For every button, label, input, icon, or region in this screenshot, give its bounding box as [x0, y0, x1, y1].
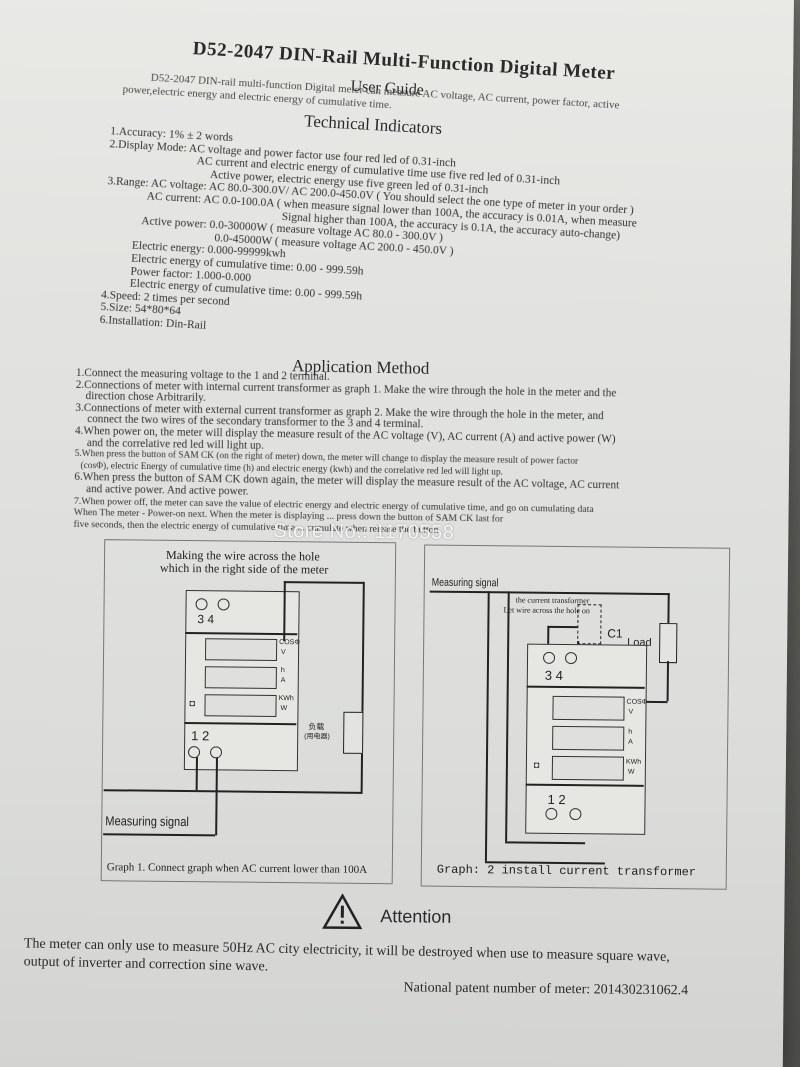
graph2-ct-label: C1 — [607, 626, 623, 641]
unit-label: A — [280, 677, 286, 685]
terminal-1-icon — [545, 807, 558, 820]
graph2-display-2 — [552, 725, 625, 751]
attention-heading: Attention — [380, 906, 452, 927]
graph2-display-3 — [551, 755, 625, 781]
patent-number: National patent number of meter: 2014302… — [403, 980, 689, 999]
application-list: 1.Connect the measuring voltage to the 1… — [73, 367, 620, 539]
technical-heading: Technical Indicators — [303, 111, 443, 138]
graph1-caption-top-2: which in the right side of the meter — [159, 560, 329, 577]
graph1-terminals-top: 3 4 — [197, 612, 215, 627]
sam-ck-button-icon: ◘ — [533, 759, 540, 770]
attention-line-2: output of inverter and correction sine w… — [23, 954, 269, 975]
unit-label: h — [628, 728, 633, 736]
unit-label: W — [280, 705, 288, 713]
graph2-display-1 — [552, 695, 625, 721]
unit-label: W — [627, 768, 635, 776]
graph1-display-2 — [204, 666, 277, 689]
graph1-signal-label: Measuring signal — [105, 813, 189, 830]
graph2-signal-label: Measuring signal — [431, 576, 499, 590]
graph2-load-icon — [658, 623, 678, 664]
graph1-display-1 — [204, 638, 278, 662]
unit-label: KWh — [278, 695, 294, 703]
graph2-wire — [667, 593, 670, 624]
load-label: (用电器) — [304, 733, 330, 741]
graph2-caption: Graph: 2 install current transformer — [436, 862, 697, 880]
load-icon — [343, 711, 364, 754]
unit-label: COSΦ — [626, 698, 648, 706]
warning-icon — [322, 893, 363, 930]
unit-label: A — [628, 738, 633, 746]
graph2-terminals-top: 3 4 — [544, 667, 564, 683]
terminal-1-icon — [187, 746, 201, 759]
terminal-3-icon — [195, 598, 208, 611]
unit-label: V — [628, 708, 634, 716]
graph1-display-3 — [204, 694, 277, 717]
technical-list: 1.Accuracy: 1% ± 2 words 2.Display Mode:… — [99, 125, 640, 356]
sam-ck-button-icon: ◘ — [189, 698, 196, 709]
terminal-4-icon — [564, 652, 578, 665]
terminal-4-icon — [217, 598, 230, 611]
graph2-terminals-bottom: 1 2 — [547, 791, 566, 808]
unit-label: h — [280, 667, 285, 675]
graph2-wire — [547, 625, 578, 628]
graph1-terminals-bottom: 1 2 — [191, 728, 210, 744]
unit-label: V — [281, 649, 286, 657]
terminal-2-icon — [569, 808, 582, 821]
terminal-3-icon — [542, 651, 556, 664]
unit-label: KWh — [625, 758, 642, 766]
current-transformer-icon — [577, 604, 602, 645]
